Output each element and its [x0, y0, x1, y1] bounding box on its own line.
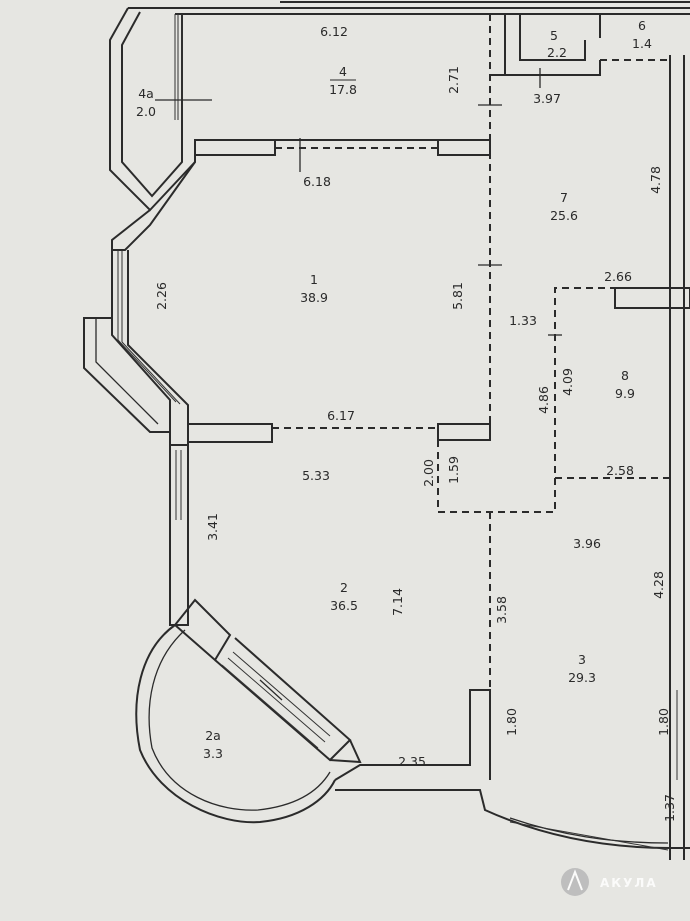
room-number: 4а	[138, 86, 154, 101]
dimension-label: 4.86	[536, 386, 551, 414]
dimension-label: 4.28	[651, 571, 666, 599]
dimension-label: 1.37	[662, 794, 677, 822]
room-number: 7	[560, 190, 568, 205]
room-area: 1.4	[632, 36, 652, 51]
watermark: АКУЛА	[561, 868, 658, 896]
room-area: 9.9	[615, 386, 635, 401]
dimension-labels: 6.12 2.71 3.97 4.78 6.18 2.26 5.81 2.66 …	[154, 24, 677, 822]
room-area: 17.8	[329, 82, 357, 97]
dimension-label: 2.00	[421, 459, 436, 487]
dimension-label: 2.71	[446, 66, 461, 94]
dimension-label: 5.81	[450, 282, 465, 310]
dimension-label: 2.58	[606, 463, 634, 478]
dimension-label: 2.26	[154, 282, 169, 310]
room-6-label: 6 1.4	[632, 18, 652, 51]
room-3-label: 3 29.3	[568, 652, 596, 685]
dimension-label: 1.33	[509, 313, 537, 328]
room-area: 2.2	[547, 45, 567, 60]
dimension-label: 5.33	[302, 468, 330, 483]
room-area: 36.5	[330, 598, 358, 613]
dimension-label: 2.66	[604, 269, 632, 284]
room-number: 6	[638, 18, 646, 33]
room-2-label: 2 36.5	[330, 580, 358, 613]
dimension-label: 3.96	[573, 536, 601, 551]
dimension-label: 4.09	[560, 368, 575, 396]
room-8-label: 8 9.9	[615, 368, 635, 401]
room-area: 3.3	[203, 746, 223, 761]
watermark-text: АКУЛА	[600, 876, 658, 890]
room-area: 2.0	[136, 104, 156, 119]
walls	[83, 1, 690, 860]
room-area: 25.6	[550, 208, 578, 223]
dimension-label: 1.80	[504, 708, 519, 736]
tick-marks	[155, 68, 562, 701]
dimension-label: 6.12	[320, 24, 348, 39]
dimension-label: 7.14	[390, 588, 405, 616]
room-2a-label: 2а 3.3	[203, 728, 223, 761]
dimension-label: 4.78	[648, 166, 663, 194]
dimension-label: 1.80	[656, 708, 671, 736]
room-7-label: 7 25.6	[550, 190, 578, 223]
room-number: 1	[310, 272, 318, 287]
dashed-partitions	[272, 14, 670, 690]
dimension-label: 3.58	[494, 596, 509, 624]
room-area: 38.9	[300, 290, 328, 305]
room-1-label: 1 38.9	[300, 272, 328, 305]
room-number: 5	[550, 28, 558, 43]
room-number: 2	[340, 580, 348, 595]
room-4-label: 4 17.8	[329, 64, 357, 97]
room-number: 3	[578, 652, 586, 667]
dimension-label: 3.97	[533, 91, 561, 106]
room-4a-label: 4а 2.0	[136, 86, 156, 119]
room-5-label: 5 2.2	[547, 28, 567, 60]
room-number: 8	[621, 368, 629, 383]
room-number: 4	[339, 64, 347, 79]
room-area: 29.3	[568, 670, 596, 685]
dimension-label: 2.35	[398, 754, 426, 769]
dimension-label: 3.41	[205, 513, 220, 541]
room-labels: 4 17.8 4а 2.0 5 2.2 6 1.4 7 25.6 1 38.9 …	[136, 18, 652, 761]
room-number: 2а	[205, 728, 221, 743]
dimension-label: 6.17	[327, 408, 355, 423]
dimension-label: 6.18	[303, 174, 331, 189]
dimension-label: 1.59	[446, 456, 461, 484]
